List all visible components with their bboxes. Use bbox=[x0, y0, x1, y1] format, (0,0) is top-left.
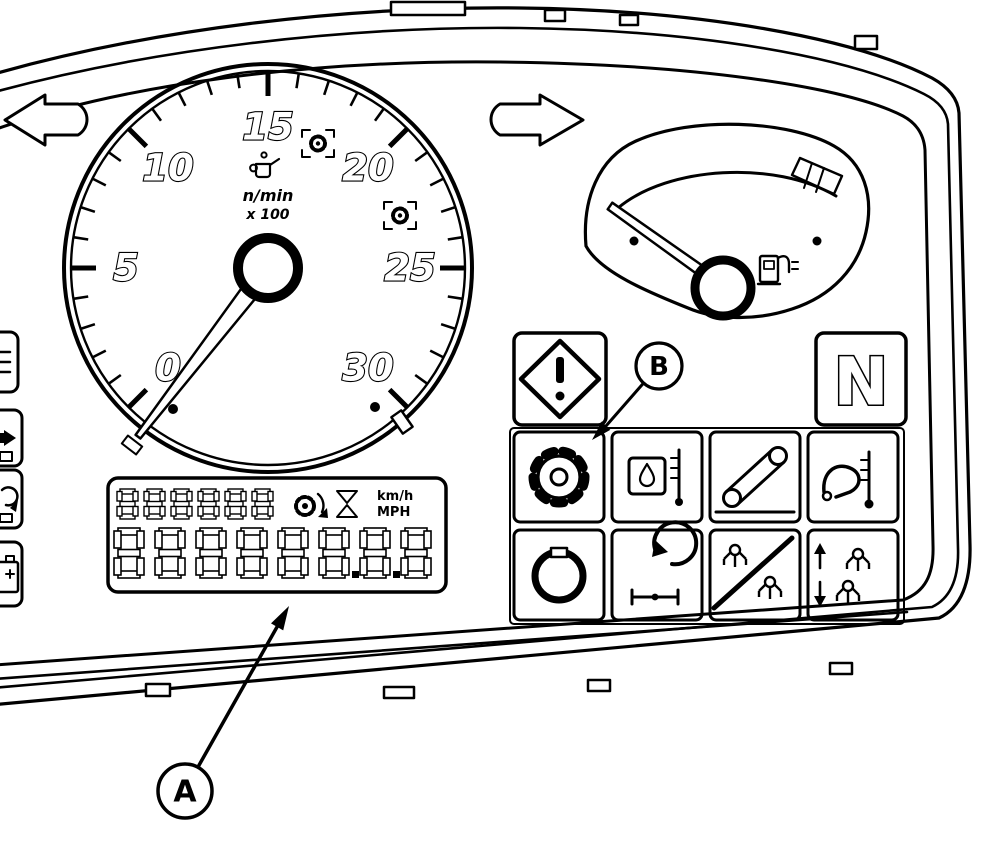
lcd-decimal-point bbox=[352, 571, 359, 578]
tach-label-5: 5 bbox=[113, 247, 139, 290]
callout-b: B bbox=[592, 341, 684, 440]
tach-unit-multiplier: x 100 bbox=[245, 207, 289, 223]
tach-needle-hub bbox=[233, 233, 303, 303]
coupling-ring-cell bbox=[512, 528, 606, 622]
lcd-large-digits bbox=[113, 527, 432, 579]
fuel-gauge bbox=[583, 122, 871, 321]
tach-endstop-marker bbox=[390, 409, 414, 435]
tach-endstop-dot-left bbox=[168, 404, 178, 414]
hook-thermometer-icon bbox=[821, 450, 874, 509]
bottom-clip-tab bbox=[382, 685, 416, 700]
lcd-display: km/h MPH bbox=[106, 476, 448, 594]
fuel-pump-icon bbox=[756, 254, 799, 286]
tachometer-needle bbox=[120, 233, 303, 456]
callout-a: A bbox=[156, 606, 289, 820]
bottom-clip-tab bbox=[144, 682, 172, 698]
bottom-clip-tab bbox=[586, 678, 612, 693]
top-clip-tab bbox=[853, 34, 879, 51]
fuel-needle bbox=[606, 201, 756, 321]
gear-indicator-cell bbox=[512, 430, 606, 524]
lcd-decimal-point bbox=[393, 571, 400, 578]
warning-diamond-icon bbox=[518, 338, 602, 420]
tach-label-30: 30 bbox=[342, 347, 394, 390]
lcd-unit-kmh: km/h bbox=[377, 489, 413, 504]
fuel-scale-dot-right bbox=[812, 236, 822, 246]
tach-unit-label: n/min bbox=[243, 186, 294, 205]
callout-b-label: B bbox=[649, 352, 669, 382]
lcd-small-digits bbox=[116, 488, 274, 520]
housing-outline bbox=[0, 0, 972, 706]
coupling-ring-icon bbox=[531, 546, 587, 604]
gear-high-range-icon bbox=[301, 129, 335, 158]
left-edge-indicators bbox=[0, 330, 24, 608]
cutoff-arrow-icon bbox=[0, 408, 24, 468]
fuel-full-zone bbox=[790, 156, 844, 196]
battery-icon bbox=[0, 540, 24, 608]
implement-disabled-cell bbox=[708, 528, 802, 622]
warning-indicator bbox=[512, 331, 608, 427]
belt-indicator-cell bbox=[708, 430, 802, 524]
neutral-label: N bbox=[833, 344, 888, 421]
implement-raise-lower-icon bbox=[814, 543, 871, 607]
top-clip-tab bbox=[389, 0, 467, 17]
axle-temperature-cell bbox=[806, 430, 900, 524]
tach-label-10: 10 bbox=[142, 147, 194, 190]
tach-tick-marks bbox=[71, 71, 465, 410]
fuel-scale-dot-left bbox=[629, 236, 639, 246]
lcd-unit-mph: MPH bbox=[377, 505, 410, 520]
fuel-needle-hub bbox=[690, 255, 756, 321]
implement-raise-lower-cell bbox=[806, 528, 900, 622]
bottom-clip-tab bbox=[828, 661, 854, 676]
oil-temperature-icon bbox=[627, 448, 683, 506]
top-clip-tab bbox=[543, 8, 567, 23]
callout-a-label: A bbox=[173, 775, 197, 810]
tach-label-20: 20 bbox=[342, 147, 394, 190]
belt-roller-icon bbox=[714, 446, 796, 514]
gear-icon bbox=[528, 446, 590, 508]
oil-can-icon bbox=[249, 151, 281, 179]
oil-temperature-cell bbox=[610, 430, 704, 524]
tachometer-gauge: 0 5 10 15 20 25 30 n/min x 100 bbox=[62, 62, 474, 474]
top-clip-tab bbox=[618, 13, 640, 27]
rotating-shaft-cell bbox=[610, 520, 704, 622]
tach-label-15: 15 bbox=[242, 106, 294, 149]
cutoff-return-icon bbox=[0, 468, 24, 530]
rotating-shaft-icon bbox=[630, 520, 699, 606]
left-turn-indicator-icon bbox=[3, 93, 89, 147]
gear-shift-icon bbox=[294, 492, 328, 518]
hourglass-icon bbox=[336, 490, 358, 518]
neutral-indicator: N bbox=[814, 331, 908, 427]
right-turn-indicator-icon bbox=[489, 93, 585, 147]
indicator-grid bbox=[509, 427, 905, 625]
tach-endstop-dot-right bbox=[370, 402, 380, 412]
implement-disabled-icon bbox=[711, 535, 795, 611]
cutoff-indicator-box-1 bbox=[0, 330, 20, 394]
tach-label-25: 25 bbox=[384, 247, 436, 290]
gear-low-range-icon bbox=[383, 201, 417, 230]
